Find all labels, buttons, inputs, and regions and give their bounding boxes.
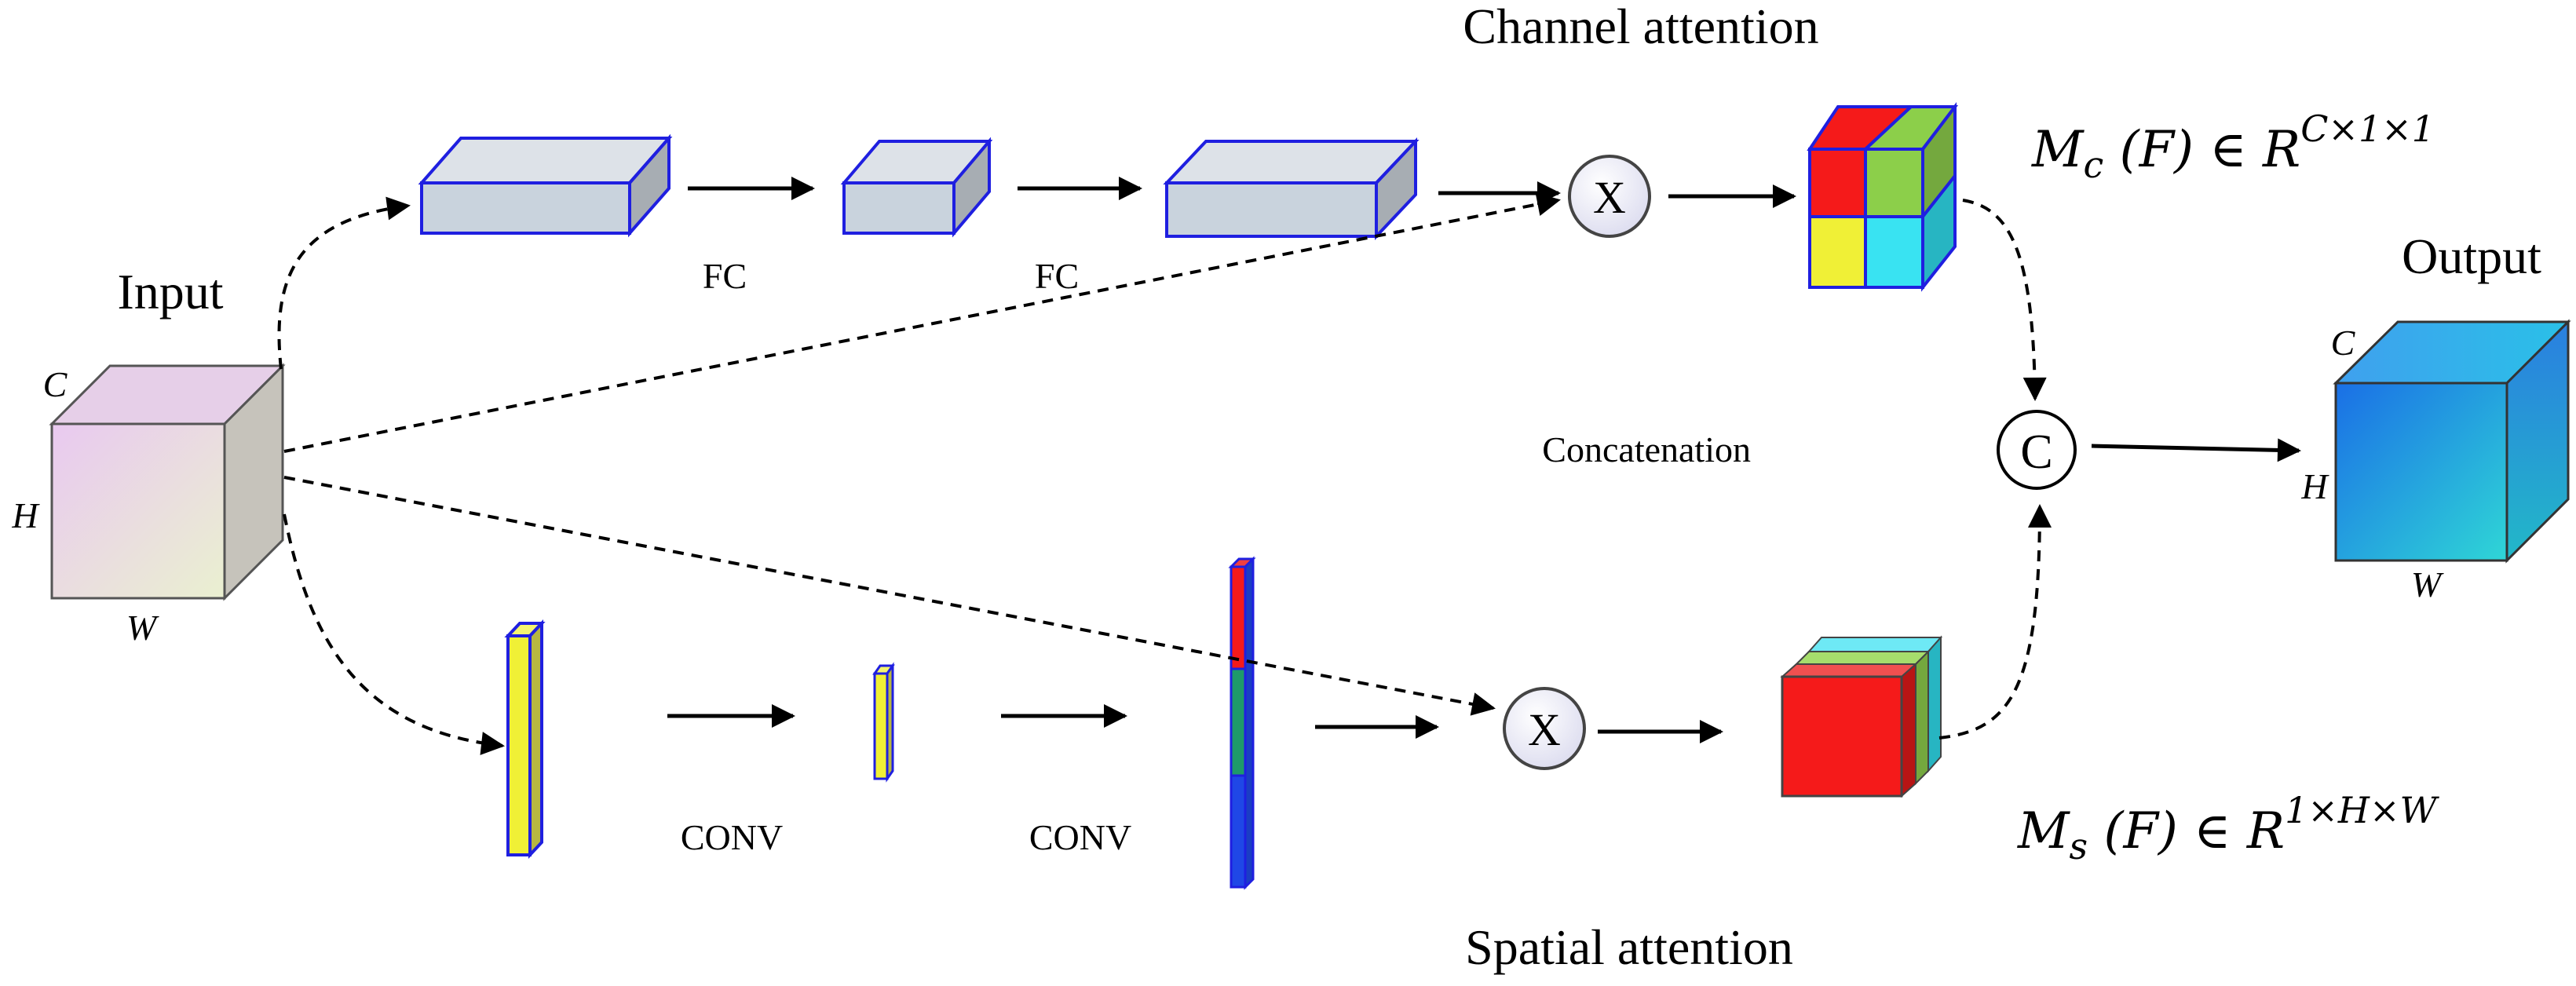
channel-block-3 xyxy=(1163,137,1420,241)
input-c-label: C xyxy=(43,364,68,404)
spatial-attention-title: Spatial attention xyxy=(1465,919,1793,975)
channel-attention-map xyxy=(1807,102,1959,292)
output-w-label: W xyxy=(2411,564,2444,604)
concat-symbol: C xyxy=(2020,425,2052,479)
fc-label-2: FC xyxy=(1035,256,1079,296)
spatial-strip-3 xyxy=(1228,556,1256,890)
dashed-input-to-spatial xyxy=(283,513,505,755)
ms-formula: Ms (F) ∈ R1×H×W xyxy=(2017,789,2440,867)
arrow-concat-to-output xyxy=(2091,438,2301,462)
multiply-top-symbol: X xyxy=(1593,172,1626,223)
dashed-input-to-channel xyxy=(277,196,411,370)
input-w-label: W xyxy=(126,608,159,648)
output-c-label: C xyxy=(2331,323,2356,363)
fc-label-1: FC xyxy=(703,256,747,296)
input-title: Input xyxy=(117,264,223,320)
concatenation-node: C xyxy=(1997,410,2077,490)
channel-block-2 xyxy=(840,137,993,238)
output-h-label: H xyxy=(2300,466,2329,506)
dashed-mc-to-concat xyxy=(1962,199,2047,401)
output-title: Output xyxy=(2402,228,2541,284)
output-cube xyxy=(2333,319,2571,564)
spatial-strip-1 xyxy=(504,619,546,860)
spatial-attention-map xyxy=(1780,635,1943,798)
channel-block-1 xyxy=(418,133,673,238)
spatial-strip-2 xyxy=(872,662,895,783)
multiply-bottom-symbol: X xyxy=(1528,704,1561,755)
conv-label-1: CONV xyxy=(681,817,783,857)
concatenation-label: Concatenation xyxy=(1542,429,1751,469)
dashed-input-to-multiply-top xyxy=(283,192,1561,453)
dashed-input-to-multiply-bottom xyxy=(283,476,1496,716)
input-cube xyxy=(49,363,286,601)
conv-label-2: CONV xyxy=(1029,817,1131,857)
multiply-node-bottom: X xyxy=(1503,687,1586,770)
dashed-ms-to-concat xyxy=(1938,504,2052,740)
multiply-node-top: X xyxy=(1568,155,1651,238)
mc-formula: Mc (F) ∈ RC×1×1 xyxy=(2031,108,2435,186)
channel-attention-title: Channel attention xyxy=(1463,0,1818,54)
input-h-label: H xyxy=(11,495,40,535)
